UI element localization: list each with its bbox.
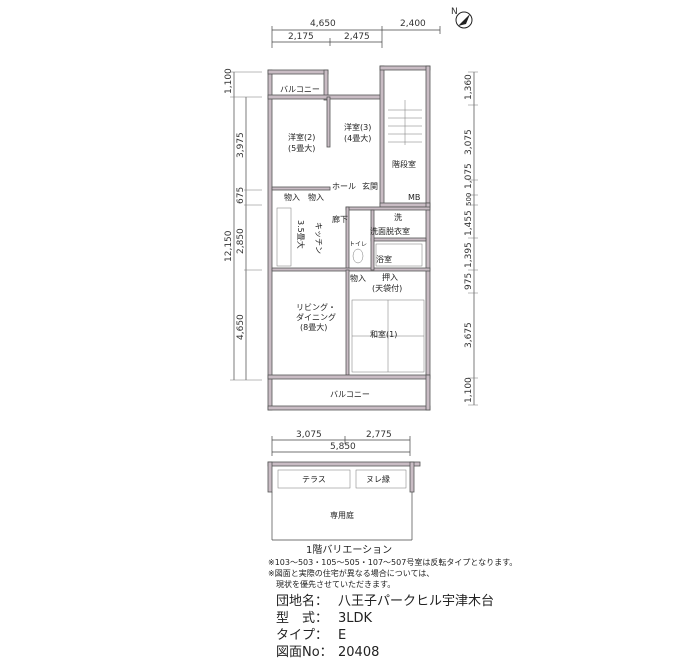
room-japanese: 和室(1) <box>370 329 397 339</box>
room-corridor: 廊下 <box>332 214 348 224</box>
dim-label: 3,075 <box>464 129 474 155</box>
room-washroom: 洗面脱衣室 <box>370 226 410 236</box>
drawing-number: 20408 <box>338 645 380 660</box>
dim-label: 12,150 <box>224 230 234 262</box>
dim-label: 2,400 <box>400 19 426 29</box>
dim-label: 500 <box>465 193 473 206</box>
unit-variant: E <box>338 628 347 643</box>
dim-label: 1,100 <box>224 68 234 94</box>
dim-label: 1,075 <box>464 163 474 189</box>
bottom-dimensions: 3,075 2,775 5,850 <box>271 430 411 456</box>
room-living-size: (8畳大) <box>300 322 327 332</box>
room-western-2: 洋室(2) <box>288 132 315 142</box>
room-labels: バルコニー 洋室(2) (5畳大) 洋室(3) (4畳大) 階段室 ホール 玄関… <box>280 85 420 399</box>
unit-type: 3LDK <box>338 611 373 626</box>
variation-title: 1階バリエーション <box>306 545 393 556</box>
drawing-label: 図面No： <box>276 645 333 660</box>
dim-label: 2,175 <box>288 32 314 42</box>
room-balcony-bottom: バルコニー <box>330 390 370 399</box>
dim-label: 3,975 <box>236 132 246 158</box>
dim-label: 2,775 <box>366 430 392 440</box>
plan-info: 団地名： 八王子パークヒル宇津木台 型 式： 3LDK タイプ： E 図面No： 204… <box>276 593 494 661</box>
room-western-3: 洋室(3) <box>344 122 371 132</box>
left-dimensions: 1,100 12,150 3,975 675 2,850 4,650 <box>224 68 262 381</box>
room-mb: MB <box>408 193 420 202</box>
walls <box>267 65 431 411</box>
room-western-3-size: (4畳大) <box>344 133 371 143</box>
tatami-mats <box>351 299 425 373</box>
kitchen-counter <box>276 207 292 267</box>
dim-label: 1,455 <box>464 210 474 236</box>
room-western-2-size: (5畳大) <box>288 143 315 153</box>
ground-floor-variation: テラス ヌレ縁 専用庭 <box>267 461 421 541</box>
notes: ※103～503・105～505・107～507号室は反転タイプとなります。 ※… <box>268 557 517 590</box>
room-bath: 浴室 <box>376 254 392 264</box>
room-washer: 洗 <box>394 212 402 222</box>
note: 現状を優先させていただきます。 <box>268 580 396 589</box>
dim-label: 675 <box>236 187 246 204</box>
room-toilet: トイレ <box>349 241 367 248</box>
right-dimensions: 1,360 3,075 1,075 500 1,455 1,395 975 3,… <box>464 71 478 406</box>
dim-label: 1,100 <box>464 377 474 403</box>
top-dimensions: 4,650 2,400 2,175 2,475 <box>271 19 441 48</box>
name-label: 団地名： <box>276 594 329 609</box>
dim-label: 3,675 <box>464 322 474 348</box>
room-entrance: 玄関 <box>362 181 378 191</box>
dim-label: 2,475 <box>344 32 370 42</box>
room-closet-note: (天袋付) <box>372 283 402 293</box>
room-storage-3: 物入 <box>350 273 366 283</box>
room-garden: 専用庭 <box>330 510 354 520</box>
dim-label: 2,850 <box>236 228 246 254</box>
dim-label: 5,850 <box>330 442 356 452</box>
dim-label: 4,650 <box>236 314 246 340</box>
bathtub <box>375 243 423 267</box>
room-hall: ホール <box>332 182 356 191</box>
complex-name: 八王子パークヒル宇津木台 <box>338 594 495 609</box>
room-veranda: ヌレ縁 <box>366 474 390 484</box>
room-terrace: テラス <box>302 475 326 484</box>
dim-label: 975 <box>464 273 474 290</box>
north-compass-icon: N <box>451 7 473 29</box>
dim-label: 1,360 <box>464 74 474 100</box>
room-storage-2: 物入 <box>308 192 324 202</box>
variant-label: タイプ： <box>276 628 329 643</box>
compass-label: N <box>451 7 458 17</box>
note: ※103～503・105～505・107～507号室は反転タイプとなります。 <box>268 558 518 567</box>
dim-label: 4,650 <box>310 19 336 29</box>
note: ※図面と実際の住宅が異なる場合については、 <box>268 569 435 578</box>
room-stairs: 階段室 <box>392 159 416 169</box>
room-storage-1: 物入 <box>284 192 300 202</box>
room-kitchen-size: 3.5畳大 <box>296 220 306 249</box>
room-closet: 押入 <box>382 272 398 282</box>
staircase <box>388 100 422 145</box>
toilet-fixture <box>352 248 364 264</box>
room-balcony-top: バルコニー <box>280 85 320 94</box>
type-label: 型 式： <box>276 611 329 626</box>
dim-label: 1,395 <box>464 242 474 268</box>
room-dining: ダイニング <box>296 312 336 322</box>
dim-label: 3,075 <box>296 430 322 440</box>
room-living: リビング・ <box>296 302 336 312</box>
room-kitchen: キッチン <box>314 222 323 254</box>
